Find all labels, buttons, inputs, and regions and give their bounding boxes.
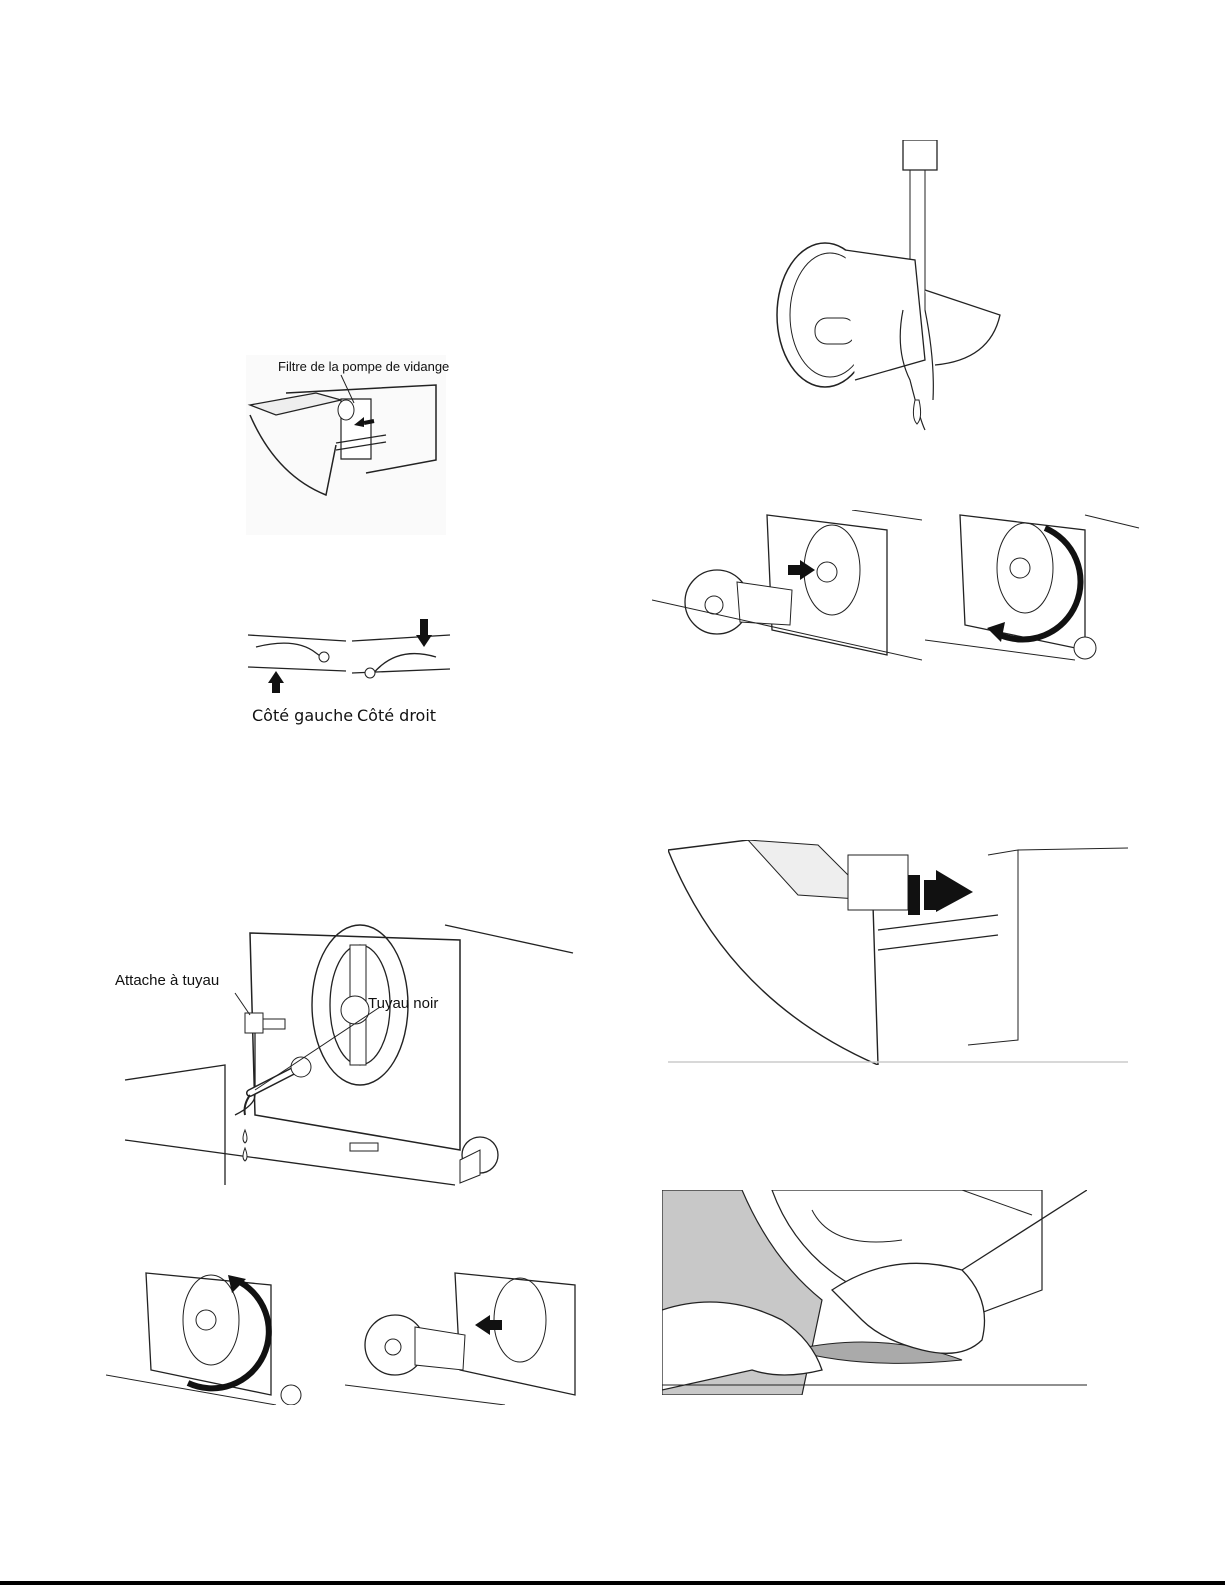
- figure-insert-filter: [652, 510, 922, 665]
- arrow-down-icon: [416, 635, 432, 647]
- side-views-drawing: [246, 615, 451, 705]
- remove-filter-drawing: [345, 1265, 585, 1405]
- tap-icon: [903, 140, 937, 170]
- clean-gasket-drawing: [662, 1190, 1087, 1395]
- drain-filter-label: Filtre de la pompe de vidange: [278, 359, 449, 374]
- rinse-filter-drawing: [775, 140, 1010, 435]
- figure-tighten-filter: [925, 510, 1140, 665]
- water-drop-icon: [243, 1148, 247, 1161]
- figure-clean-gasket: [662, 1190, 1087, 1395]
- left-side-label: Côté gauche: [252, 706, 353, 725]
- hose-clip-label: Attache à tuyau: [115, 972, 219, 989]
- drain-pump-filter-drawing: [246, 355, 446, 535]
- water-drop-icon: [243, 1130, 247, 1143]
- figure-rinse-filter: [775, 140, 1010, 435]
- bottom-rule: [0, 1581, 1225, 1585]
- figure-close-drawer: [668, 840, 1128, 1065]
- insert-filter-drawing: [652, 510, 922, 665]
- figure-drain-pump-filter: [246, 355, 446, 535]
- figure-side-views: [246, 615, 451, 705]
- figure-remove-filter: [345, 1265, 585, 1405]
- figure-unscrew-filter: [106, 1265, 331, 1405]
- hose-detail-drawing: [115, 915, 575, 1190]
- arrow-up-icon: [268, 671, 284, 683]
- close-drawer-drawing: [668, 840, 1128, 1065]
- black-hose-label: Tuyau noir: [368, 995, 438, 1012]
- figure-hose-detail: [115, 915, 575, 1190]
- right-side-label: Côté droit: [357, 706, 436, 725]
- push-arrow-icon: [936, 870, 973, 912]
- unscrew-filter-drawing: [106, 1265, 331, 1405]
- tighten-filter-drawing: [925, 510, 1140, 665]
- water-drop-icon: [913, 400, 920, 424]
